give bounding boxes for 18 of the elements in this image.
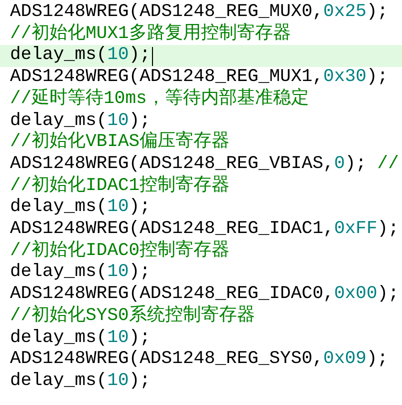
code-line: delay_ms(10);: [10, 328, 150, 350]
code-line: ADS1248WREG(ADS1248_REG_MUX1,0x30);: [10, 67, 388, 88]
code-line: delay_ms(10);: [10, 45, 150, 68]
code-line: delay_ms(10);: [10, 370, 150, 393]
code-line: ADS1248WREG(ADS1248_REG_VBIAS,0); //: [10, 154, 399, 174]
code-comment: //初始化VBIAS偏压寄存器: [10, 132, 230, 154]
code-line: ADS1248WREG(ADS1248_REG_IDAC0,0x00);: [10, 284, 399, 304]
code-line: ADS1248WREG(ADS1248_REG_IDAC1,0xFF);: [10, 219, 399, 240]
code-comment: //初始化IDAC1控制寄存器: [10, 176, 230, 198]
code-line: ADS1248WREG(ADS1248_REG_SYS0,0x09);: [10, 349, 388, 371]
code-comment: //初始化SYS0系统控制寄存器: [10, 306, 255, 328]
code-comment: //延时等待10ms，等待内部基准稳定: [10, 88, 309, 110]
code-comment: //初始化MUX1多路复用控制寄存器: [10, 24, 291, 46]
code-line: delay_ms(10);: [10, 262, 150, 284]
code-comment: //初始化IDAC0控制寄存器: [10, 240, 230, 262]
code-line: delay_ms(10);: [10, 197, 150, 219]
code-line: ADS1248WREG(ADS1248_REG_MUX0,0x25);: [10, 2, 388, 22]
code-line: delay_ms(10);: [10, 110, 150, 131]
